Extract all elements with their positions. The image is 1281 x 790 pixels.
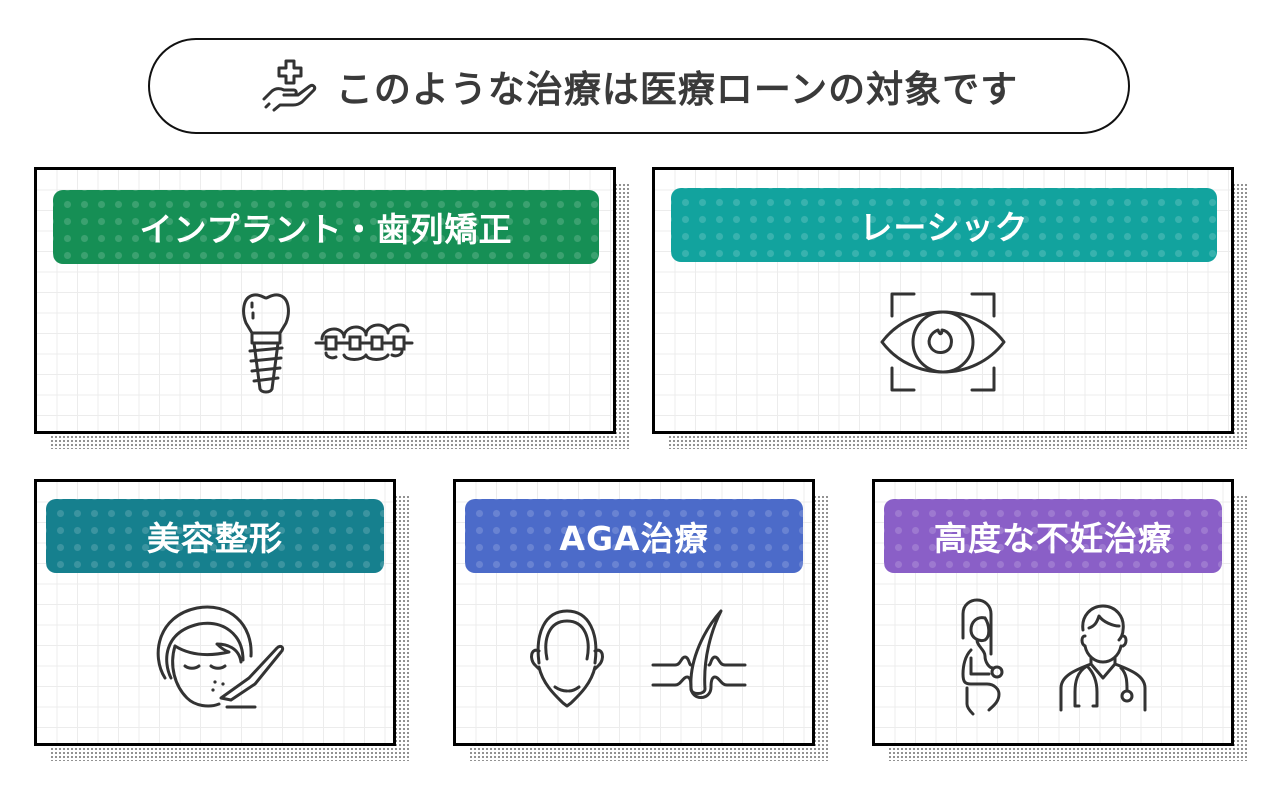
card-label: インプラント・歯列矯正 [53,190,599,264]
page-header: このような治療は医療ローンの対象です [148,38,1130,134]
card-label-text: AGA治療 [559,519,709,558]
pregnant-woman-icon [953,596,1013,716]
doctor-icon [1053,596,1153,716]
card-label-text: インプラント・歯列矯正 [139,210,513,249]
card-label: 美容整形 [46,499,384,573]
card-aga: AGA治療 [453,479,815,746]
card-label: 高度な不妊治療 [884,499,1222,573]
card-label-text: レーシック [859,208,1029,247]
bald-head-icon [517,601,617,711]
card-cosmetic-surgery: 美容整形 [34,479,396,746]
dental-implant-icon [236,287,296,397]
eye-scan-icon [880,290,1006,394]
card-label: レーシック [671,188,1217,262]
card-label-text: 高度な不妊治療 [934,519,1172,558]
card-label: AGA治療 [465,499,803,573]
page-title: このような治療は医療ローンの対象です [335,68,1019,111]
card-implant-orthodontics: インプラント・歯列矯正 [34,167,616,434]
card-lasik: レーシック [652,167,1234,434]
hand-medical-cross-icon [260,55,322,117]
card-fertility: 高度な不妊治療 [872,479,1234,746]
hair-follicle-icon [647,601,751,711]
dental-braces-icon [314,317,414,367]
face-scalpel-icon [145,596,285,716]
card-label-text: 美容整形 [147,519,283,558]
